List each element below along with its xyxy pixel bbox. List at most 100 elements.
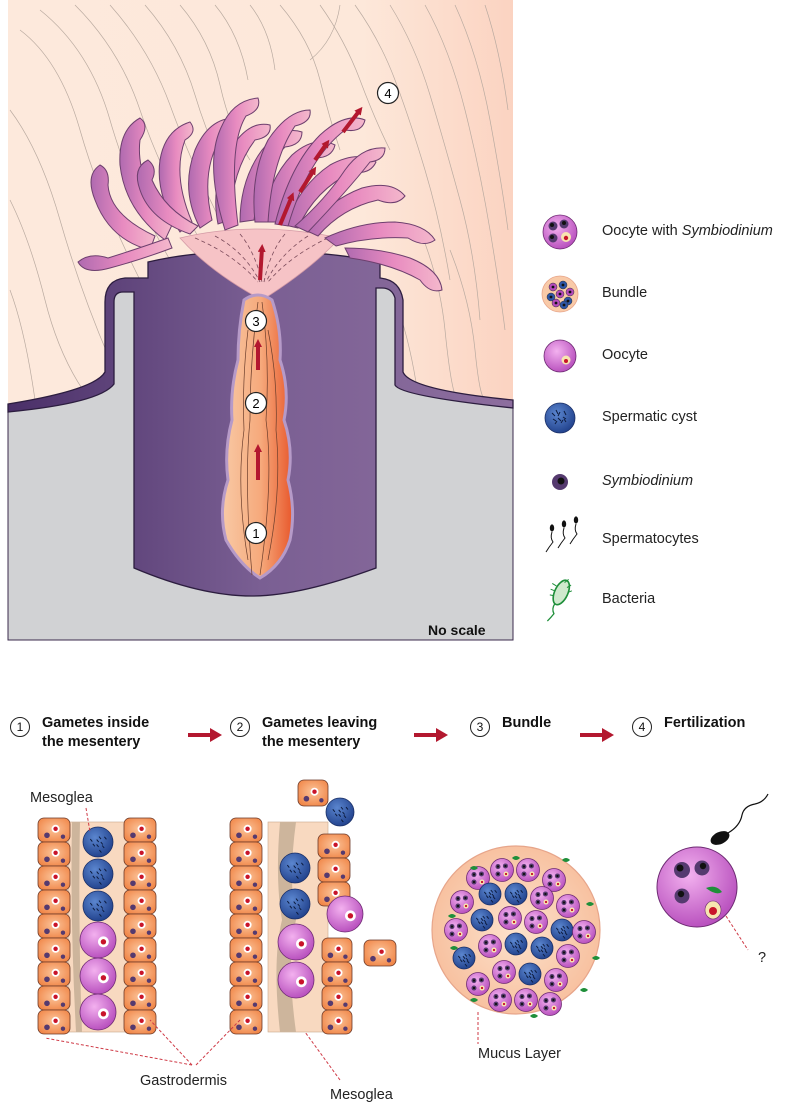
step-number-4: 4 bbox=[632, 717, 652, 737]
oocyte-with-symbiodinium bbox=[530, 886, 554, 910]
gastrodermis-right-2 bbox=[317, 833, 353, 1035]
svg-text:2: 2 bbox=[252, 396, 259, 411]
bacterium bbox=[530, 1014, 538, 1018]
step-marker-2: 2 bbox=[244, 391, 268, 415]
gastroderm-cell bbox=[229, 985, 263, 1011]
gametes-leaving bbox=[277, 797, 364, 999]
spermatic-cyst bbox=[82, 826, 114, 858]
tentacles bbox=[77, 97, 443, 292]
legend-item-bacteria: Bacteria bbox=[540, 578, 800, 622]
legend-item-oocyte-symbiodinium: Oocyte with Symbiodinium bbox=[540, 212, 800, 252]
oocyte-with-symbiodinium bbox=[556, 944, 580, 968]
legend-label: Spermatocytes bbox=[602, 531, 699, 547]
oocyte-with-symbiodinium bbox=[524, 910, 548, 934]
gastroderm-cell bbox=[37, 913, 71, 939]
gastroderm-cell bbox=[229, 913, 263, 939]
gastroderm-cell bbox=[321, 961, 353, 987]
gastroderm-cell bbox=[37, 937, 71, 963]
gastroderm-cell bbox=[123, 985, 157, 1011]
symbiodinium-icon bbox=[552, 474, 568, 490]
bacterium bbox=[512, 856, 520, 860]
oocyte-icon bbox=[543, 339, 577, 373]
gastroderm-cell bbox=[37, 841, 71, 867]
gastrodermis-right bbox=[123, 817, 157, 1035]
mesentery-leaving-illustration bbox=[229, 779, 397, 1035]
legend-item-bundle: Bundle bbox=[540, 274, 800, 314]
spermatic-cyst bbox=[478, 882, 502, 906]
step-marker-1: 1 bbox=[244, 521, 268, 545]
oocyte-with-symbiodinium bbox=[514, 988, 538, 1012]
step-number-3: 3 bbox=[470, 717, 490, 737]
bacterium bbox=[562, 858, 570, 862]
legend-item-spermatic-cyst: Spermatic cyst bbox=[540, 398, 800, 438]
gastroderm-cell bbox=[123, 889, 157, 915]
gastroderm-cell bbox=[229, 865, 263, 891]
bacterium bbox=[450, 946, 458, 950]
oocyte bbox=[79, 957, 117, 995]
oocyte bbox=[277, 923, 315, 961]
gastroderm-cell bbox=[123, 913, 157, 939]
arrow-right-icon bbox=[414, 728, 448, 742]
spermatic-cyst bbox=[82, 890, 114, 922]
spermatic-cyst bbox=[325, 797, 355, 827]
spermatocytes-icon bbox=[545, 516, 579, 553]
oocyte bbox=[277, 961, 315, 999]
gametes-inside bbox=[79, 826, 117, 1031]
gastroderm-cell bbox=[123, 817, 157, 843]
gastroderm-cell bbox=[229, 841, 263, 867]
oocyte-with-symbiodinium bbox=[498, 906, 522, 930]
oocyte bbox=[326, 895, 364, 933]
oocyte-with-symbiodinium bbox=[488, 988, 512, 1012]
gastroderm-cell bbox=[123, 961, 157, 987]
mesoglea-band bbox=[71, 822, 82, 1032]
gastrodermis-left bbox=[37, 817, 71, 1035]
oocyte-with-symbiodinium bbox=[478, 934, 502, 958]
bacterium bbox=[470, 866, 478, 870]
bacterium bbox=[448, 914, 456, 918]
svg-text:3: 3 bbox=[252, 314, 259, 329]
legend-label: Oocyte with Symbiodinium bbox=[602, 223, 773, 239]
oocyte-with-symbiodinium bbox=[516, 858, 540, 882]
bacterium bbox=[592, 956, 600, 960]
step-number-1: 1 bbox=[10, 717, 30, 737]
legend-item-spermatocytes: Spermatocytes bbox=[540, 516, 800, 560]
mesentery-folds bbox=[240, 301, 279, 576]
oocyte-with-symbiodinium bbox=[466, 972, 490, 996]
gastroderm-cell bbox=[321, 985, 353, 1011]
legend-item-symbiodinium: Symbiodinium bbox=[540, 462, 800, 502]
mucus-layer-label: Mucus Layer bbox=[478, 1046, 562, 1062]
mesentery-inside-illustration bbox=[37, 807, 157, 1035]
gastroderm-cell bbox=[317, 857, 351, 883]
spermatic-cyst bbox=[452, 946, 476, 970]
oocyte-with-symbiodinium bbox=[544, 968, 568, 992]
mesoglea-label-bottom: Mesoglea bbox=[330, 1087, 393, 1103]
svg-text:1: 1 bbox=[252, 526, 259, 541]
spermatic-cyst bbox=[279, 852, 311, 884]
gastroderm-cell bbox=[229, 937, 263, 963]
oocyte-with-symbiodinium bbox=[542, 868, 566, 892]
spermatic-cyst bbox=[504, 882, 528, 906]
legend-label: Bundle bbox=[602, 285, 648, 301]
mesentery-tube bbox=[221, 293, 295, 580]
spermatic-cyst bbox=[470, 908, 494, 932]
gastroderm-cell bbox=[37, 889, 71, 915]
spermatic-cyst bbox=[550, 918, 574, 942]
bacterium bbox=[586, 902, 594, 906]
gastroderm-cell bbox=[37, 961, 71, 987]
oocyte-with-symbiodinium-icon bbox=[542, 214, 578, 250]
legend-label: Spermatic cyst bbox=[602, 409, 698, 425]
gastroderm-cell bbox=[37, 985, 71, 1011]
gastroderm-cell bbox=[229, 961, 263, 987]
oocyte-with-symbiodinium bbox=[490, 858, 514, 882]
step-4-title: Fertilization bbox=[664, 715, 746, 731]
gastroderm-cell bbox=[321, 937, 353, 963]
detached-cell bbox=[297, 779, 329, 807]
oocyte-with-symbiodinium bbox=[466, 866, 490, 890]
step-marker-3: 3 bbox=[244, 309, 268, 333]
gastroderm-cell bbox=[37, 865, 71, 891]
gastroderm-cell bbox=[229, 1009, 263, 1035]
gastroderm-cell bbox=[123, 1009, 157, 1035]
